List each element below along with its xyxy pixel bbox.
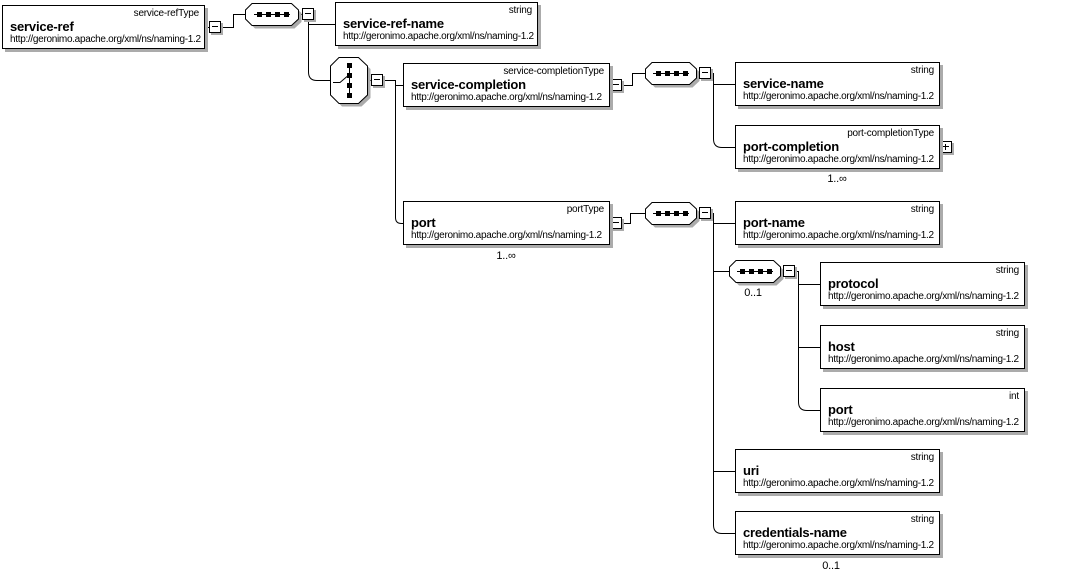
trunk-portsequence [711, 213, 735, 534]
choice-icon[interactable] [330, 57, 372, 108]
sequence-icon[interactable] [245, 3, 303, 30]
element-type-label: string [910, 514, 934, 525]
element-box-uri[interactable]: string uri http://geronimo.apache.org/xm… [735, 449, 940, 493]
trunk-innersequence [795, 271, 820, 411]
element-type-label: string [910, 65, 934, 76]
collapse-toggle[interactable] [699, 207, 711, 219]
element-box-port-completion[interactable]: port-completionType port-completion http… [735, 125, 940, 169]
element-type-label: int [1009, 391, 1019, 402]
occurrence-label: 0..1 [822, 560, 840, 572]
occurrence-label: 0..1 [744, 287, 762, 299]
element-box-host[interactable]: string host http://geronimo.apache.org/x… [820, 325, 1025, 369]
element-box-protocol[interactable]: string protocol http://geronimo.apache.o… [820, 262, 1025, 306]
element-name: service-name [743, 76, 824, 91]
element-namespace: http://geronimo.apache.org/xml/ns/naming… [10, 34, 201, 45]
element-namespace: http://geronimo.apache.org/xml/ns/naming… [828, 417, 1019, 428]
element-name: service-ref [10, 19, 74, 34]
collapse-toggle[interactable] [209, 21, 221, 33]
collapse-toggle[interactable] [371, 74, 383, 86]
element-box-service-completion[interactable]: service-completionType service-completio… [403, 63, 610, 107]
element-name: port [828, 402, 853, 417]
sequence-icon[interactable] [729, 260, 785, 287]
element-box-port-name[interactable]: string port-name http://geronimo.apache.… [735, 201, 940, 245]
element-box-port-number[interactable]: int port http://geronimo.apache.org/xml/… [820, 388, 1025, 432]
collapse-toggle[interactable] [302, 8, 314, 20]
sequence-icon[interactable] [645, 62, 701, 89]
element-box-credentials-name[interactable]: string credentials-name http://geronimo.… [735, 511, 940, 555]
element-type-label: string [910, 204, 934, 215]
element-type-label: service-refType [133, 8, 200, 19]
element-type-label: string [995, 265, 1019, 276]
element-namespace: http://geronimo.apache.org/xml/ns/naming… [828, 354, 1019, 365]
element-name: protocol [828, 276, 879, 291]
element-name: host [828, 339, 855, 354]
element-name: port [411, 215, 436, 230]
connector-toggle-portsequence [622, 213, 645, 224]
element-namespace: http://geronimo.apache.org/xml/ns/naming… [743, 478, 934, 489]
element-namespace: http://geronimo.apache.org/xml/ns/naming… [743, 91, 934, 102]
element-name: port-name [743, 215, 805, 230]
element-namespace: http://geronimo.apache.org/xml/ns/naming… [343, 31, 534, 42]
element-namespace: http://geronimo.apache.org/xml/ns/naming… [743, 540, 934, 551]
element-type-label: string [910, 452, 934, 463]
trunk-scsequence [711, 73, 735, 148]
element-box-port[interactable]: portType port http://geronimo.apache.org… [403, 201, 610, 245]
element-name: uri [743, 463, 760, 478]
occurrence-label: 1..∞ [827, 173, 847, 185]
element-box-service-ref[interactable]: service-refType service-ref http://geron… [2, 5, 205, 49]
expand-toggle[interactable] [940, 141, 952, 153]
collapse-toggle[interactable] [699, 67, 711, 79]
element-namespace: http://geronimo.apache.org/xml/ns/naming… [411, 92, 602, 103]
collapse-toggle[interactable] [610, 79, 622, 91]
trunk-rootsequence [308, 20, 330, 81]
element-name: service-ref-name [343, 16, 444, 31]
sequence-icon[interactable] [645, 202, 701, 229]
trunk-choice [383, 80, 403, 224]
element-namespace: http://geronimo.apache.org/xml/ns/naming… [828, 291, 1019, 302]
element-namespace: http://geronimo.apache.org/xml/ns/naming… [411, 230, 602, 241]
element-name: port-completion [743, 139, 839, 154]
connector-toggle-scsequence [622, 73, 645, 86]
element-type-label: portType [566, 204, 605, 215]
occurrence-label: 1..∞ [496, 250, 516, 262]
element-box-service-name[interactable]: string service-name http://geronimo.apac… [735, 62, 940, 106]
collapse-toggle[interactable] [610, 217, 622, 229]
element-name: service-completion [411, 77, 526, 92]
element-type-label: string [995, 328, 1019, 339]
element-type-label: service-completionType [503, 66, 604, 77]
element-namespace: http://geronimo.apache.org/xml/ns/naming… [743, 154, 934, 165]
element-name: credentials-name [743, 525, 847, 540]
element-box-service-ref-name[interactable]: string service-ref-name http://geronimo.… [335, 2, 538, 46]
collapse-toggle[interactable] [783, 265, 795, 277]
element-namespace: http://geronimo.apache.org/xml/ns/naming… [743, 230, 934, 241]
element-type-label: port-completionType [847, 128, 934, 139]
element-type-label: string [508, 5, 532, 16]
connector-toggle-rootsequence [221, 14, 245, 28]
